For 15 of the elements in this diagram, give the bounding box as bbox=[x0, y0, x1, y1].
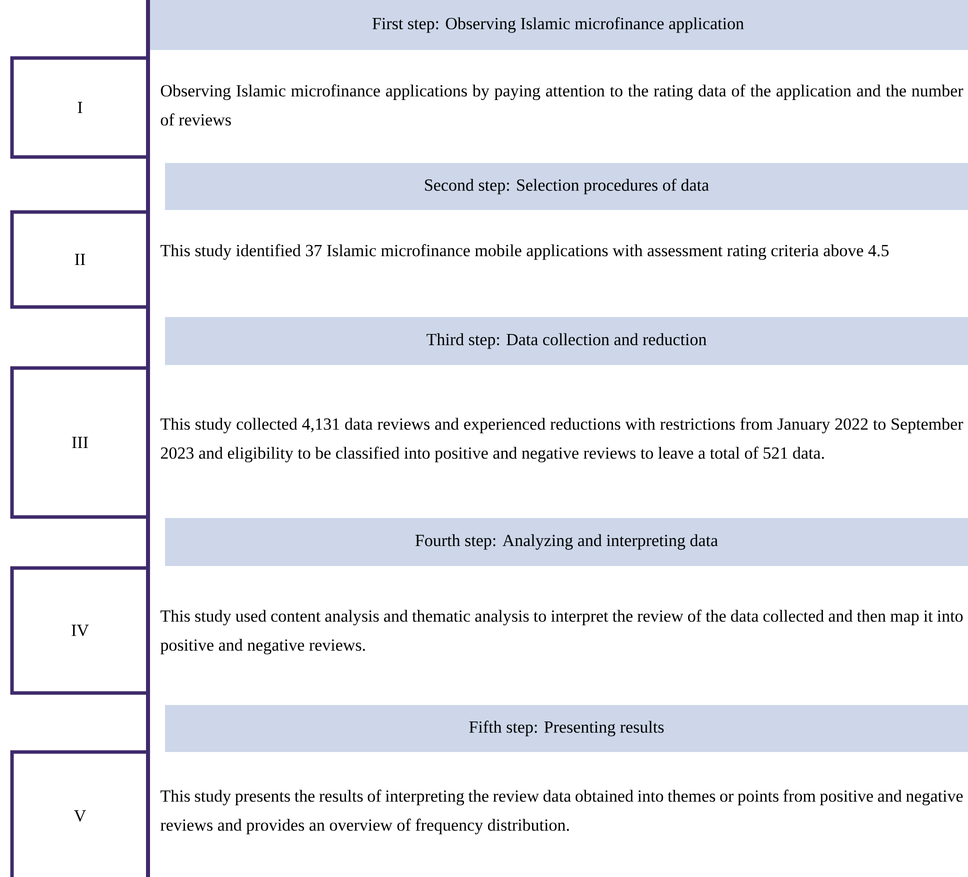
step-header: Third step: Data collection and reduction bbox=[165, 316, 968, 365]
numeral-box: I bbox=[10, 56, 150, 159]
step-description: This study identified 37 Islamic microfinance mobile applications with assessment rating criteria above 4.5 bbox=[160, 244, 889, 260]
step-description: This study presents the results of interpreting the review data obtained into themes or points from positive and negative reviews and provides an overview of frequency distribution. bbox=[160, 790, 963, 834]
step-header: Second step: Selection procedures of data bbox=[165, 162, 968, 210]
numeral-box: IV bbox=[10, 566, 150, 695]
step-header: Fourth step: Analyzing and interpreting data bbox=[165, 518, 968, 566]
step-header: Fifth step: Presenting results bbox=[165, 704, 968, 752]
step-header: First step: Observing Islamic microfinance application bbox=[148, 0, 968, 50]
numeral-box: II bbox=[10, 210, 150, 309]
step-description: This study used content analysis and thematic analysis to interpret the review of the data collected and then map it into positive and negative reviews. bbox=[160, 610, 963, 654]
step-description: This study collected 4,131 data reviews and experienced reductions with restrictions from January 2022 to September 2023 and eligibility to be classified into positive and negative reviews to leave a total of 521 data. bbox=[160, 418, 964, 462]
step-description: Observing Islamic microfinance applications by paying attention to the rating data of the application and the number of reviews bbox=[160, 84, 964, 126]
numeral-box: V bbox=[10, 750, 150, 877]
numeral-box: III bbox=[10, 366, 150, 519]
